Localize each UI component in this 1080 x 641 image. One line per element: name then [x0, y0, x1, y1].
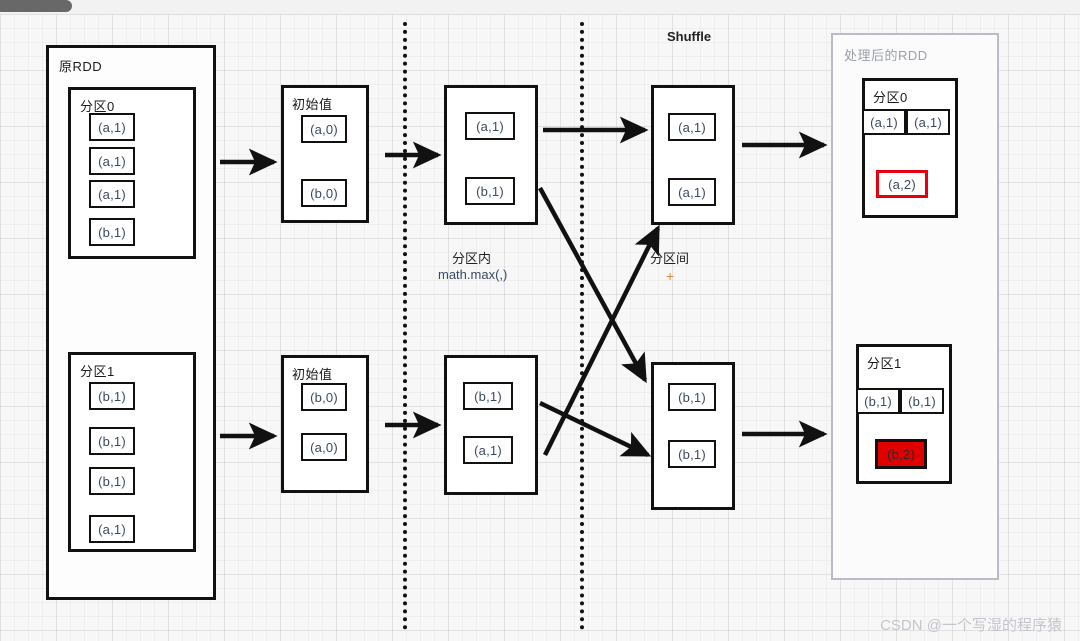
result-partition-1-label: 分区1	[867, 356, 902, 371]
zero-value-title-0: 初始值	[292, 97, 333, 112]
source-p0-item-3: (b,1)	[89, 218, 135, 246]
shuffle-p1-item-1: (b,1)	[668, 440, 716, 468]
source-partition-0-label: 分区0	[80, 99, 115, 114]
source-p1-item-3: (a,1)	[89, 515, 135, 543]
shuffle-p1-item-0: (b,1)	[668, 383, 716, 411]
zero-value-title-1: 初始值	[292, 367, 333, 382]
shuffle-p0-item-1: (a,1)	[668, 178, 716, 206]
result-p0-input-1: (a,1)	[906, 109, 950, 135]
watermark: CSDN @一个写湿的程序猿	[880, 617, 1062, 634]
intra-partition-box-0	[444, 85, 538, 225]
shuffle-label: Shuffle	[667, 29, 712, 44]
divider-line-1	[403, 22, 407, 630]
source-p1-item-2: (b,1)	[89, 467, 135, 495]
window-chip	[0, 0, 72, 12]
zero-value-box-1: 初始值	[281, 355, 369, 493]
source-p1-item-1: (b,1)	[89, 427, 135, 455]
zero-value-box-0: 初始值	[281, 85, 369, 223]
source-p1-item-0: (b,1)	[89, 382, 135, 410]
intra-partition-caption: 分区内	[452, 251, 492, 266]
result-p1-input-0: (b,1)	[856, 388, 900, 414]
result-p1-total: (b,2)	[875, 439, 927, 469]
source-p0-item-0: (a,1)	[89, 113, 135, 141]
intra-partition-op: math.max(,)	[438, 267, 508, 282]
intra-p1-item-0: (b,1)	[463, 382, 513, 410]
shuffle-p0-item-0: (a,1)	[668, 113, 716, 141]
result-partition-0-label: 分区0	[873, 90, 908, 105]
intra-partition-box-1	[444, 355, 538, 495]
source-p0-item-2: (a,1)	[89, 180, 135, 208]
result-p0-total: (a,2)	[876, 170, 928, 198]
zero-value-0-item-0: (a,0)	[301, 115, 347, 143]
inter-partition-op: +	[666, 268, 675, 284]
source-partition-1-label: 分区1	[80, 364, 115, 379]
source-p0-item-1: (a,1)	[89, 147, 135, 175]
intra-p0-item-1: (b,1)	[465, 177, 515, 205]
intra-p1-item-1: (a,1)	[463, 436, 513, 464]
result-rdd-box: 处理后的RDD	[831, 33, 999, 580]
result-rdd-title: 处理后的RDD	[844, 48, 928, 63]
source-rdd-title: 原RDD	[59, 59, 103, 74]
inter-partition-caption: 分区间	[650, 251, 690, 266]
zero-value-1-item-0: (b,0)	[301, 383, 347, 411]
top-chrome-bar	[0, 0, 1080, 14]
intra-p0-item-0: (a,1)	[465, 112, 515, 140]
zero-value-1-item-1: (a,0)	[301, 433, 347, 461]
zero-value-0-item-1: (b,0)	[301, 179, 347, 207]
divider-line-2	[580, 22, 584, 630]
result-p1-input-1: (b,1)	[900, 388, 944, 414]
result-p0-input-0: (a,1)	[862, 109, 906, 135]
